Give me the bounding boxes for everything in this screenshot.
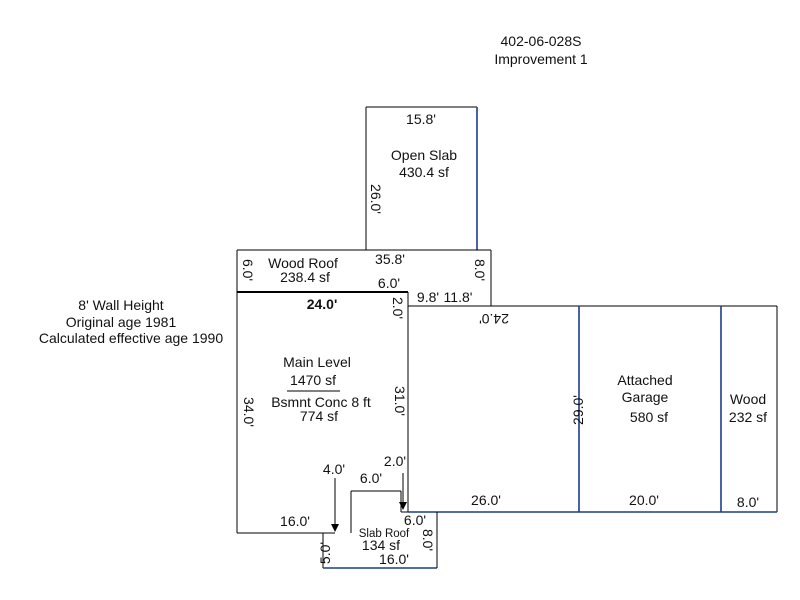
parcel-id: 402-06-028S xyxy=(501,33,582,49)
extension-top-dimension: 24.0' xyxy=(479,311,509,327)
wall-height-text: 8' Wall Height xyxy=(78,297,164,313)
wood-roof-size: 238.4 sf xyxy=(280,269,330,285)
attached-garage-area: Attached Garage 580 sf 29.0' 20.0' xyxy=(570,306,722,512)
extension-bottom-dimension: 26.0' xyxy=(471,492,501,508)
arrow-left-label: 4.0' xyxy=(323,461,345,477)
wood-roof-inner-dimension: 6.0' xyxy=(378,275,400,291)
slab-left-dimension: 5.0' xyxy=(317,542,333,564)
open-slab-size: 430.4 sf xyxy=(399,164,449,180)
main-level-size: 1470 sf xyxy=(290,372,336,388)
deck-dimension-a: 9.8' xyxy=(417,289,439,305)
garage-bottom-dimension: 20.0' xyxy=(629,492,659,508)
main-top-dimension: 24.0' xyxy=(307,296,338,312)
wood-name: Wood xyxy=(730,391,766,407)
slab-roof-name: Slab Roof xyxy=(359,528,410,540)
deck-dimension-b: 11.8' xyxy=(444,289,473,305)
garage-size: 580 sf xyxy=(630,409,668,425)
slab-bottom-dimension: 16.0' xyxy=(379,551,409,567)
arrow-right-label: 2.0' xyxy=(384,453,406,469)
wood-roof-name: Wood Roof xyxy=(268,255,338,271)
slab-roof-size: 134 sf xyxy=(362,537,400,553)
main-left-dimension: 34.0' xyxy=(241,397,257,427)
main-right-dimension: 31.0' xyxy=(392,386,408,416)
main-bottom-dimension: 16.0' xyxy=(280,513,310,529)
open-slab-top-dimension: 15.8' xyxy=(406,111,436,127)
notch-top-dimension: 6.0' xyxy=(360,470,382,486)
open-slab-side-dimension: 26.0' xyxy=(368,184,384,214)
main-level-name: Main Level xyxy=(283,354,351,370)
garage-side-dimension: 29.0' xyxy=(570,395,586,425)
basement-label: Bsmnt Conc 8 ft xyxy=(271,394,371,410)
wood-roof-left-dimension: 6.0' xyxy=(240,259,256,281)
open-slab-area: 15.8' Open Slab 430.4 sf 26.0' xyxy=(365,106,478,250)
wood-roof-area: Wood Roof 238.4 sf 35.8' 6.0' 6.0' 8.0' … xyxy=(236,249,492,307)
slab-roof-area: 6.0' Slab Roof 134 sf 16.0' 5.0' 8.0' xyxy=(317,512,438,569)
wood-size: 232 sf xyxy=(729,409,767,425)
wood-bottom-dimension: 8.0' xyxy=(737,494,759,510)
extension-area: 24.0' 26.0' xyxy=(408,305,778,513)
main-level-area: 24.0' 2.0' Main Level 1470 sf Bsmnt Conc… xyxy=(236,291,409,534)
wood-roof-top-dimension: 35.8' xyxy=(375,251,405,267)
open-slab-name: Open Slab xyxy=(391,147,457,163)
garage-name-line1: Attached xyxy=(617,372,672,388)
basement-size: 774 sf xyxy=(300,408,338,424)
effective-age-text: Calculated effective age 1990 xyxy=(39,330,223,346)
wood-deck-area: Wood 232 sf 8.0' xyxy=(729,391,767,510)
notch-bottom-dimension: 6.0' xyxy=(404,512,426,528)
wood-roof-right-dimension: 8.0' xyxy=(472,259,488,281)
original-age-text: Original age 1981 xyxy=(66,314,177,330)
main-notch-dimension: 2.0' xyxy=(390,297,406,319)
garage-name-line2: Garage xyxy=(622,389,669,405)
improvement-label: Improvement 1 xyxy=(494,51,588,67)
slab-right-dimension: 8.0' xyxy=(420,529,436,551)
